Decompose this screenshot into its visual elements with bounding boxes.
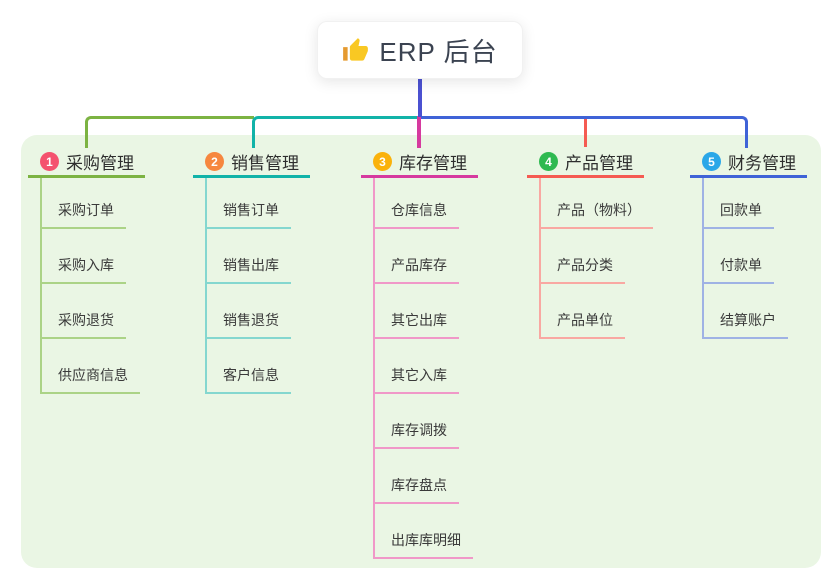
branch-inventory-title[interactable]: 3 库存管理	[361, 148, 478, 178]
branch-title-label: 销售管理	[231, 154, 299, 173]
connector-branch-5	[418, 116, 748, 148]
branch-inventory: 3 库存管理 仓库信息 产品库存 其它出库 其它入库 库存调拨 库存盘点 出库库…	[361, 148, 478, 559]
branch-title-label: 采购管理	[66, 154, 134, 173]
branch-number-badge: 2	[205, 152, 224, 171]
root-node-label: ERP 后台	[379, 36, 498, 67]
branch-purchase-children: 采购订单 采购入库 采购退货 供应商信息	[40, 178, 145, 394]
child-node[interactable]: 销售出库	[207, 229, 291, 284]
thumbs-up-icon	[343, 37, 369, 61]
branch-purchase: 1 采购管理 采购订单 采购入库 采购退货 供应商信息	[28, 148, 145, 394]
branch-number-badge: 5	[702, 152, 721, 171]
child-node[interactable]: 销售退货	[207, 284, 291, 339]
branch-number-badge: 1	[40, 152, 59, 171]
child-node[interactable]: 库存调拨	[375, 394, 459, 449]
branch-sales-children: 销售订单 销售出库 销售退货 客户信息	[205, 178, 310, 394]
child-node[interactable]: 产品分类	[541, 229, 625, 284]
child-node[interactable]: 仓库信息	[375, 178, 459, 229]
connector-root-stem	[418, 79, 422, 117]
branch-finance-children: 回款单 付款单 结算账户	[702, 178, 807, 339]
branch-title-label: 产品管理	[565, 154, 633, 173]
branch-number-badge: 3	[373, 152, 392, 171]
child-node[interactable]: 出库库明细	[375, 504, 473, 559]
connector-branch-3	[417, 116, 421, 148]
branch-purchase-title[interactable]: 1 采购管理	[28, 148, 145, 178]
branch-sales: 2 销售管理 销售订单 销售出库 销售退货 客户信息	[193, 148, 310, 394]
child-node[interactable]: 产品单位	[541, 284, 625, 339]
child-node[interactable]: 回款单	[704, 178, 774, 229]
branch-sales-title[interactable]: 2 销售管理	[193, 148, 310, 178]
child-node[interactable]: 产品（物料）	[541, 178, 653, 229]
branch-inventory-children: 仓库信息 产品库存 其它出库 其它入库 库存调拨 库存盘点 出库库明细	[373, 178, 478, 559]
root-node[interactable]: ERP 后台	[317, 21, 523, 79]
connector-branch-1	[84, 116, 254, 148]
branch-title-label: 库存管理	[399, 154, 467, 173]
child-node[interactable]: 供应商信息	[42, 339, 140, 394]
child-node[interactable]: 采购入库	[42, 229, 126, 284]
branch-finance-title[interactable]: 5 财务管理	[690, 148, 807, 178]
branch-number-badge: 4	[539, 152, 558, 171]
canvas-panel	[21, 135, 821, 568]
child-node[interactable]: 结算账户	[704, 284, 788, 339]
connector-branch-2	[251, 116, 420, 148]
branch-title-label: 财务管理	[728, 154, 796, 173]
child-node[interactable]: 付款单	[704, 229, 774, 284]
branch-product-children: 产品（物料） 产品分类 产品单位	[539, 178, 653, 339]
child-node[interactable]: 销售订单	[207, 178, 291, 229]
connector-branch-4	[583, 117, 587, 147]
child-node[interactable]: 产品库存	[375, 229, 459, 284]
child-node[interactable]: 采购退货	[42, 284, 126, 339]
child-node[interactable]: 库存盘点	[375, 449, 459, 504]
branch-product-title[interactable]: 4 产品管理	[527, 148, 644, 178]
child-node[interactable]: 采购订单	[42, 178, 126, 229]
child-node[interactable]: 其它入库	[375, 339, 459, 394]
child-node[interactable]: 其它出库	[375, 284, 459, 339]
child-node[interactable]: 客户信息	[207, 339, 291, 394]
branch-finance: 5 财务管理 回款单 付款单 结算账户	[690, 148, 807, 339]
branch-product: 4 产品管理 产品（物料） 产品分类 产品单位	[527, 148, 653, 339]
